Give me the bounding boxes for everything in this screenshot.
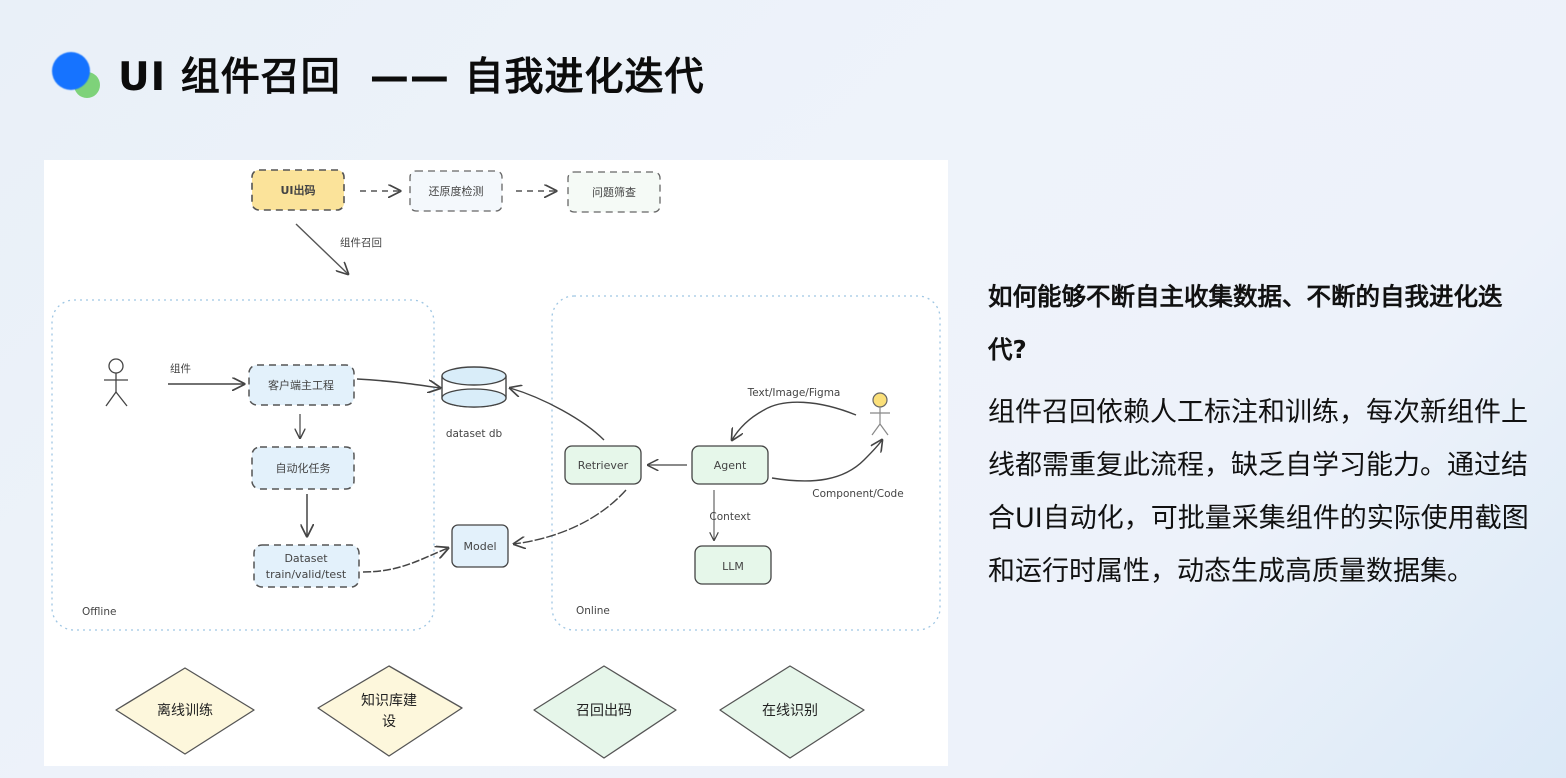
stage-label: 在线识别 bbox=[762, 703, 818, 719]
stage-diamond bbox=[719, 665, 865, 759]
edge-label-component-code: Component/Code bbox=[812, 488, 903, 500]
node-issue-review bbox=[567, 171, 661, 213]
node-dataset bbox=[253, 544, 360, 588]
arrow-component-recall bbox=[295, 223, 348, 274]
description-paragraph: 组件召回依赖人工标注和训练，每次新组件上线都需重复此流程，缺乏自学习能力。通过结… bbox=[988, 397, 1529, 587]
node-ui-output-label: UI出码 bbox=[280, 183, 315, 197]
stage-diamond bbox=[317, 665, 463, 757]
arrow-user-to-agent bbox=[732, 401, 857, 440]
node-issue-review-label: 问题筛查 bbox=[592, 185, 636, 199]
stage-offline-training: 离线训练 bbox=[115, 667, 255, 755]
node-llm-label: LLM bbox=[722, 560, 744, 573]
logo-dots-icon bbox=[52, 46, 104, 102]
stage-diamond bbox=[533, 665, 677, 759]
node-model-label: Model bbox=[463, 540, 496, 553]
edge-label-component: 组件 bbox=[170, 362, 191, 375]
node-agent-label: Agent bbox=[714, 459, 747, 472]
offline-label: Offline bbox=[82, 606, 116, 618]
node-llm bbox=[694, 545, 772, 585]
node-auto-task bbox=[251, 446, 355, 490]
arrow-agent-to-user bbox=[771, 440, 882, 482]
stage-label: 召回出码 bbox=[576, 703, 632, 719]
node-retriever bbox=[564, 445, 642, 485]
top-flow: UI出码 还原度检测 问题筛查 组件召回 bbox=[251, 169, 661, 274]
online-section: Online Retriever Agent LLM Context Text/… bbox=[510, 295, 941, 631]
node-model bbox=[451, 524, 509, 568]
node-dataset-label-2: train/valid/test bbox=[266, 568, 347, 581]
node-ui-output bbox=[251, 169, 345, 211]
edge-label-component-recall: 组件召回 bbox=[340, 236, 382, 249]
blue-dot-icon bbox=[52, 52, 90, 90]
question-heading: 如何能够不断自主收集数据、不断的自我进化迭代? bbox=[988, 282, 1503, 364]
dataset-db-label: dataset db bbox=[446, 428, 503, 440]
end-user-actor-icon bbox=[870, 392, 890, 436]
node-dataset-label-1: Dataset bbox=[284, 552, 328, 565]
stage-recall-output: 召回出码 bbox=[533, 665, 677, 759]
arrow-retriever-to-db bbox=[510, 388, 605, 441]
stage-knowledge-base: 知识库建 设 bbox=[317, 665, 463, 757]
stage-label: 离线训练 bbox=[157, 702, 213, 719]
stage-online-recognition: 在线识别 bbox=[719, 665, 865, 759]
node-fidelity-check bbox=[409, 170, 503, 212]
stage-diamond bbox=[115, 667, 255, 755]
node-customer-eng-label: 客户端主工程 bbox=[268, 378, 334, 392]
node-retriever-label: Retriever bbox=[578, 459, 629, 472]
side-panel: 如何能够不断自主收集数据、不断的自我进化迭代? 组件召回依赖人工标注和训练，每次… bbox=[988, 270, 1533, 598]
arrow-dataset-to-model bbox=[362, 548, 448, 573]
architecture-diagram: UI出码 还原度检测 问题筛查 组件召回 Offline 组件 bbox=[44, 160, 948, 766]
slide-title: UI 组件召回 —— 自我进化迭代 bbox=[52, 42, 705, 106]
edge-label-text-image-figma: Text/Image/Figma bbox=[747, 387, 841, 399]
offline-section: Offline 组件 客户端主工程 自动化任务 Dataset train/va… bbox=[51, 299, 435, 631]
node-fidelity-check-label: 还原度检测 bbox=[429, 184, 484, 198]
online-frame bbox=[551, 295, 941, 631]
node-customer-eng bbox=[248, 364, 355, 406]
offline-frame bbox=[51, 299, 435, 631]
stage-label-line2: 设 bbox=[382, 714, 396, 730]
online-label: Online bbox=[576, 605, 610, 617]
node-auto-task-label: 自动化任务 bbox=[276, 461, 331, 475]
stage-label-line1: 知识库建 bbox=[361, 692, 417, 709]
arrow-customer-to-db bbox=[356, 378, 440, 388]
dataset-db: dataset db bbox=[441, 366, 507, 440]
page-title: UI 组件召回 —— 自我进化迭代 bbox=[118, 55, 705, 100]
user-actor-icon bbox=[104, 358, 128, 407]
arrow-retriever-to-model bbox=[514, 489, 627, 544]
edge-label-context: Context bbox=[709, 511, 750, 523]
node-agent bbox=[691, 445, 769, 485]
